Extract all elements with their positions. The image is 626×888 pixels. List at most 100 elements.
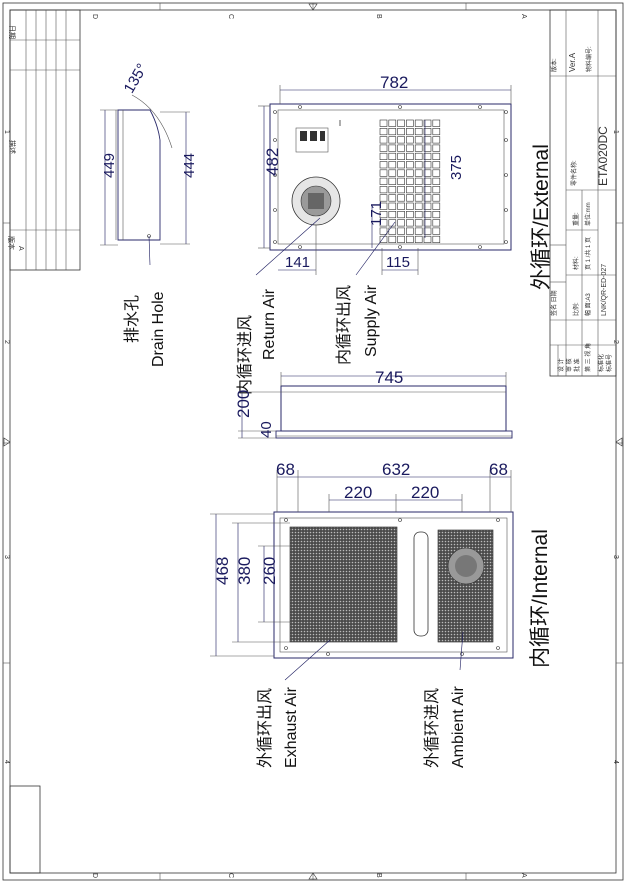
zone-number: 2 [612,340,619,344]
part-number-label: 物料编号: [585,46,593,72]
louver-cell [406,161,414,169]
louver-cell [432,169,441,177]
zone-letter: A [520,14,527,19]
return-air-en: Return Air [261,288,278,360]
louver-cell [379,119,388,127]
scale-label: 比例: [572,302,580,316]
louver-cell [423,219,432,227]
louver-cell [397,152,405,160]
sign-date-label: 签名 日期 [550,290,558,316]
louver-cell [432,128,441,136]
front-view: 782 482 375 171 141 115 内循环进风 Return Air… [236,73,553,395]
zone-number: 3 [3,555,10,559]
revision-describe-label: 描述 [8,140,17,154]
internal-label: 内循环/Internal [529,529,552,668]
louver-cell [379,186,388,194]
louver-cell [388,119,397,127]
louver-cell [397,202,405,210]
rear-height-dimension: 468 [213,557,232,585]
rear-grille-height-dimension: 380 [235,557,254,585]
louver-cell [414,169,423,177]
supply-air-en: Supply Air [363,284,380,357]
louver-cell [406,211,414,219]
third-angle-label: 第 三 视 角 [584,343,592,372]
ambient-air-en: Ambient Air [450,686,467,768]
louver-cell [388,177,397,185]
rear-spacing-b-dimension: 220 [411,483,439,502]
louver-cell [414,219,423,227]
rear-right-margin-dimension: 68 [489,460,508,479]
louver-cell [397,177,405,185]
louver-cell [414,227,423,235]
louver-cell [432,161,441,169]
zone-letter: C [227,14,234,19]
louver-cell [379,202,388,210]
side-height-left-dimension: 449 [101,153,118,178]
louver-cell [397,169,405,177]
grid-height-dimension: 375 [448,155,465,180]
louver-cell [379,161,388,169]
zone-letter: B [375,14,382,19]
revision-head-label: 日期 [8,25,16,39]
louver-cell [423,211,432,219]
louver-cell [414,161,423,169]
louver-cell [406,128,414,136]
top-view: 745 200 40 [234,368,513,439]
louver-cell [414,128,423,136]
fan-offset-dimension: 141 [285,254,310,271]
zone-number: 4 [612,760,619,764]
louver-cell [397,119,405,127]
louver-cell [423,144,432,152]
louver-cell [388,144,397,152]
louver-cell [406,194,414,202]
top-depth-dimension: 200 [234,390,253,418]
louver-cell [406,186,414,194]
side-angle-dimension: 135° [121,61,151,96]
external-label: 外循环/External [530,144,553,290]
louver-cell [423,128,432,136]
supply-width-dimension: 115 [386,254,410,271]
center-mark-right [615,437,623,447]
louver-cell [423,227,432,235]
center-mark-top [308,3,318,11]
louver-cell [388,152,397,160]
louver-cell [397,219,405,227]
zone-letter: D [91,873,98,878]
zone-letter: D [91,14,98,19]
drain-hole-en: Drain Hole [150,291,167,367]
louver-cell [423,169,432,177]
zone-letter: A [520,873,527,878]
louver-cell [423,136,432,144]
louver-cell [406,202,414,210]
louver-cell [432,194,441,202]
louver-cell [406,219,414,227]
louver-cell [388,219,397,227]
rear-spacing-a-dimension: 220 [344,483,372,502]
louver-cell [414,202,423,210]
ambient-air-cn: 外循环进风 [423,688,441,768]
approve-row-label: 批 准 [573,358,581,372]
zone-number: 3 [612,555,619,559]
louver-cell [406,136,414,144]
louver-cell [388,211,397,219]
louver-cell [423,235,432,243]
louver-cell [397,144,405,152]
center-mark-bottom [308,872,318,880]
revision-version-value: A [17,246,24,251]
louver-cell [414,119,423,127]
louver-cell [397,227,405,235]
louver-cell [397,194,405,202]
louver-cell [379,211,388,219]
louver-cell [379,136,388,144]
front-width-dimension: 782 [380,73,408,92]
louver-cell [414,136,423,144]
louver-cell [432,144,441,152]
louver-cell [432,152,441,160]
weight-label: 重量: [572,212,580,226]
louver-cell [414,235,423,243]
unit-label: 单位:mm [584,202,592,226]
louver-cell [379,219,388,227]
louver-cell [432,177,441,185]
corner-box [9,785,41,874]
